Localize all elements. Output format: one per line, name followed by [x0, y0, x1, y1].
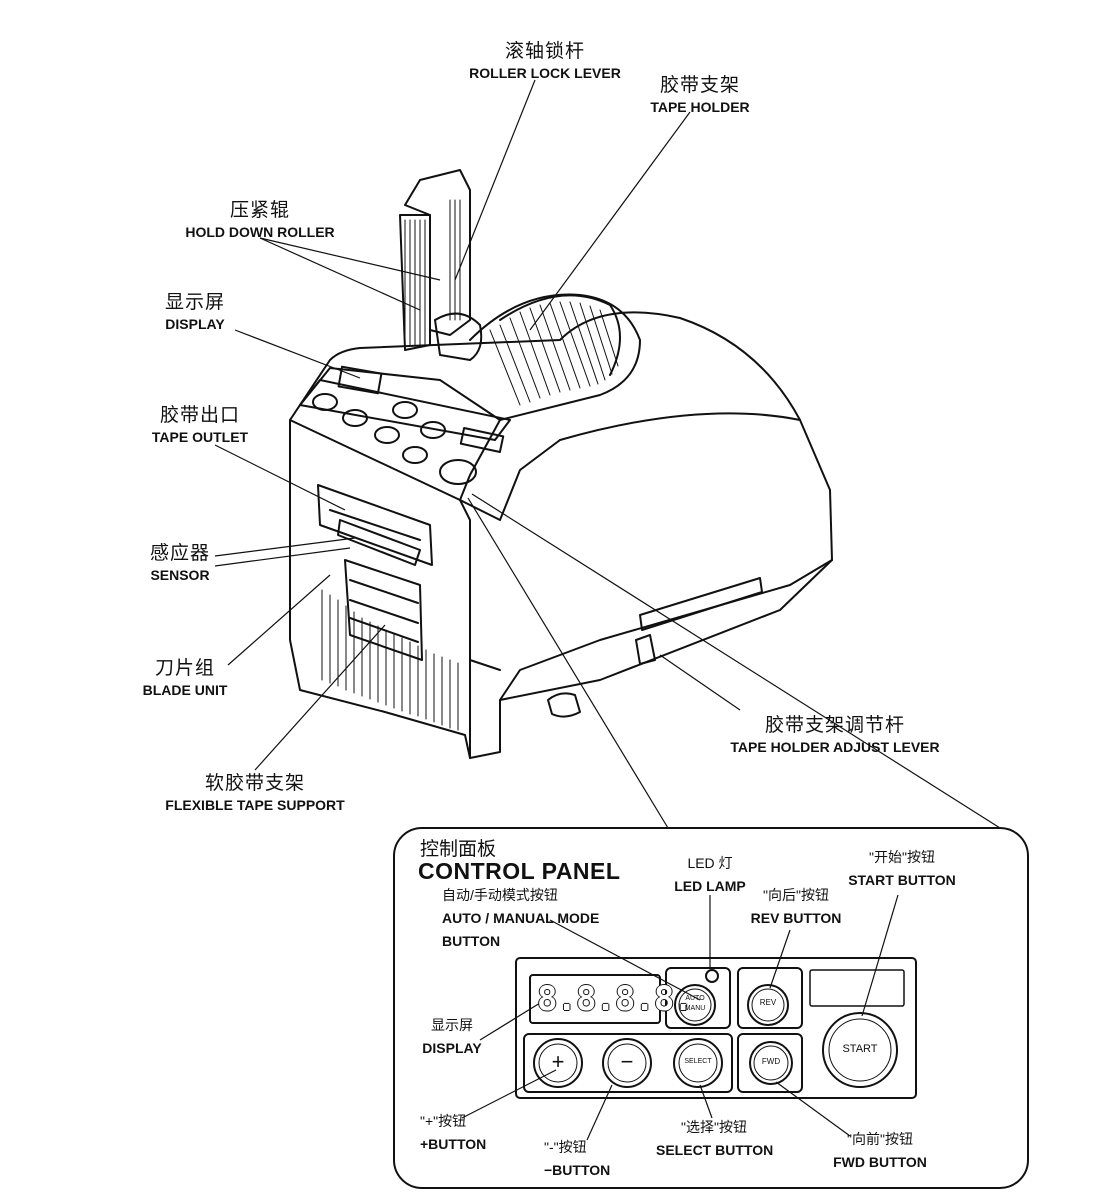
leader-sensor-2	[214, 547, 351, 567]
minus-button[interactable]: −	[620, 1049, 634, 1074]
auto-manual-button[interactable]: AUTO MANU	[679, 989, 711, 1021]
label-tape-holder: 胶带支架 TAPE HOLDER	[650, 75, 750, 115]
label-auto-manual: 自动/手动模式按钮 AUTO / MANUAL MODE BUTTON	[442, 887, 600, 949]
leader-auto-manual	[549, 919, 701, 1001]
tape-roll	[469, 293, 641, 421]
leader-minus	[586, 1084, 613, 1141]
label-select-button: "选择"按钮 SELECT BUTTON	[656, 1119, 774, 1158]
leader-display	[234, 329, 361, 379]
rev-frame	[737, 967, 803, 1029]
leader-hold-down-roller-2	[259, 237, 421, 311]
mode-frame	[665, 967, 731, 1029]
led-lamp	[705, 969, 719, 983]
leader-rev	[769, 929, 791, 989]
leader-flexible-tape-support	[254, 624, 386, 771]
zoom-line-left	[467, 497, 669, 829]
label-tape-outlet: 胶带出口 TAPE OUTLET	[151, 405, 249, 445]
front-face	[289, 419, 471, 759]
label-roller-lock-lever: 滚轴锁杆 ROLLER LOCK LEVER	[469, 41, 621, 81]
label-minus-button: "-"按钮 −BUTTON	[544, 1139, 611, 1178]
auto-label: AUTO	[685, 995, 705, 1002]
leader-tape-outlet	[214, 444, 346, 511]
leader-roller-lock-lever	[454, 79, 536, 281]
control-panel-title-en: CONTROL PANEL	[418, 858, 621, 884]
plus-button-ring	[533, 1038, 583, 1088]
label-fwd-button: "向前"按钮 FWD BUTTON	[833, 1131, 927, 1170]
rev-button[interactable]: REV	[759, 998, 777, 1007]
machine-body	[289, 311, 833, 759]
sensor-part	[337, 519, 421, 566]
label-led-lamp: LED 灯 LED LAMP	[674, 855, 746, 894]
label-start-button: "开始"按钮 START BUTTON	[848, 849, 956, 888]
zoom-line-right	[471, 493, 1001, 829]
label-display: 显示屏 DISPLAY	[164, 292, 225, 332]
fwd-button-ring	[749, 1041, 793, 1085]
bottom-button-frame	[523, 1033, 733, 1093]
manu-label: MANU	[684, 1005, 706, 1012]
label-hold-down-roller: 压紧辊 HOLD DOWN ROLLER	[185, 200, 335, 240]
fwd-frame	[737, 1033, 803, 1093]
display-digits: 8.8.8.8.	[537, 979, 694, 1019]
auto-manual-button-ring	[674, 984, 716, 1026]
leader-adjust-lever	[659, 654, 741, 711]
hold-down-roller	[434, 312, 483, 361]
start-button[interactable]: START	[842, 1043, 878, 1055]
minus-button-ring	[602, 1038, 652, 1088]
rev-button-ring	[747, 984, 789, 1026]
leader-sensor-1	[214, 537, 356, 557]
leader-blade-unit	[227, 574, 331, 666]
leader-select	[699, 1084, 713, 1119]
select-button-ring	[673, 1038, 723, 1088]
control-panel-faceplate	[515, 957, 917, 1099]
label-sensor: 感应器 SENSOR	[149, 543, 210, 583]
tape-outlet-slot	[317, 484, 433, 566]
start-indicator-window	[809, 969, 905, 1007]
flexible-tape-support-part	[321, 589, 459, 731]
leader-plus	[461, 1069, 557, 1119]
control-panel-title-cn: 控制面板	[420, 839, 497, 860]
display-window	[529, 974, 661, 1024]
label-display-panel: 显示屏 DISPLAY	[422, 1017, 482, 1056]
start-button-ring	[822, 1012, 898, 1088]
fwd-button[interactable]: FWD	[761, 1057, 781, 1066]
label-plus-button: "+"按钮 +BUTTON	[420, 1113, 487, 1152]
machine-control-panel	[299, 379, 511, 441]
leader-hold-down-roller-1	[259, 237, 441, 281]
leader-fwd	[775, 1081, 851, 1137]
label-blade-unit: 刀片组 BLADE UNIT	[142, 658, 228, 698]
label-rev-button: "向后"按钮 REV BUTTON	[750, 887, 842, 926]
label-flexible-tape-support: 软胶带支架 FLEXIBLE TAPE SUPPORT	[165, 773, 345, 813]
select-button[interactable]: SELECT	[684, 1058, 712, 1065]
leader-tape-holder	[529, 111, 691, 331]
label-tape-holder-adjust-lever: 胶带支架调节杆 TAPE HOLDER ADJUST LEVER	[730, 715, 940, 755]
blade-unit-part	[344, 559, 423, 661]
leader-display-panel	[479, 1002, 541, 1041]
leader-start	[861, 894, 899, 1017]
plus-button[interactable]: +	[551, 1049, 565, 1074]
